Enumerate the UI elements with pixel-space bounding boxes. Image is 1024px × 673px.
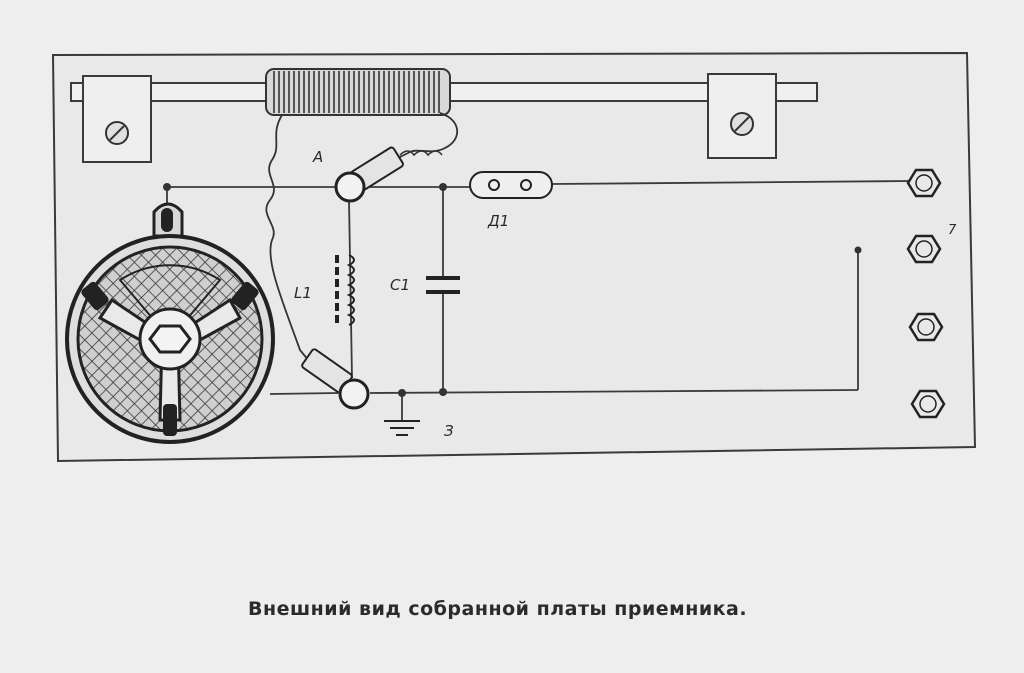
tuning-dial bbox=[65, 202, 275, 444]
right-bracket bbox=[707, 73, 777, 159]
diode-d1 bbox=[469, 171, 553, 199]
terminal-nut-4 bbox=[910, 389, 946, 419]
label-capacitor: C1 bbox=[390, 276, 410, 294]
hex-nut-icon bbox=[148, 324, 192, 354]
coil-lead-left bbox=[265, 114, 319, 373]
ferrite-coil bbox=[265, 68, 451, 116]
label-detector: Д1 bbox=[487, 212, 509, 230]
capacitor-c1 bbox=[426, 276, 460, 294]
left-bracket bbox=[82, 75, 152, 163]
terminal-nut-1 bbox=[906, 168, 942, 198]
label-terminal-number: 7 bbox=[948, 223, 957, 238]
terminal-nut-3 bbox=[908, 312, 944, 342]
figure-caption: Внешний вид собранной платы приемника. bbox=[248, 598, 748, 620]
label-antenna: A bbox=[312, 148, 323, 166]
label-ground: З bbox=[444, 422, 454, 440]
wiring bbox=[166, 180, 913, 420]
label-coil: L1 bbox=[294, 284, 312, 302]
inductor-l1 bbox=[335, 254, 355, 326]
upper-terminal bbox=[334, 146, 443, 203]
junction-dots bbox=[163, 183, 862, 397]
coil-lead-right bbox=[397, 112, 459, 159]
lower-terminal bbox=[301, 348, 370, 410]
ground-icon bbox=[384, 420, 420, 436]
terminal-nut-2 bbox=[906, 234, 942, 264]
